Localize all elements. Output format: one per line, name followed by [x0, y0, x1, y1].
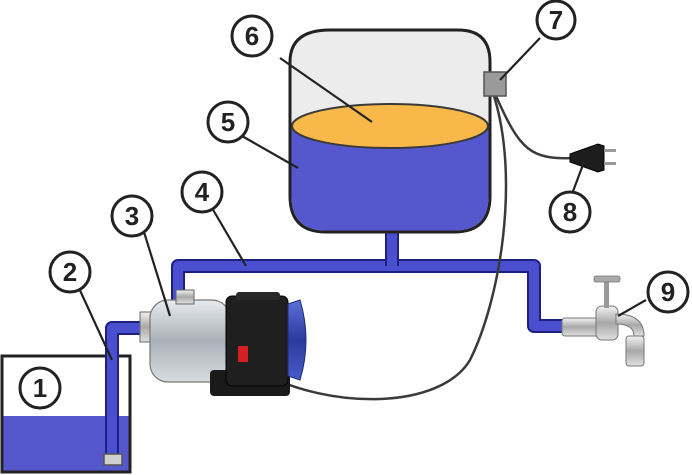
- pump-control-box: [225, 295, 289, 387]
- callout-7: 7: [535, 0, 577, 41]
- callout-5-number: 5: [221, 107, 235, 137]
- callout-6-number: 6: [245, 21, 259, 51]
- pump-cable: [259, 95, 508, 401]
- callout-2-number: 2: [63, 257, 77, 287]
- leader-lines: [77, 37, 647, 361]
- callout-9-number: 9: [661, 277, 675, 307]
- callout-7-number: 7: [549, 5, 563, 35]
- callout-3: 3: [110, 194, 154, 238]
- callout-6: 6: [230, 14, 274, 58]
- air-bladder: [291, 103, 489, 149]
- power-cable: [494, 95, 576, 160]
- callout-1-number: 1: [33, 373, 47, 403]
- callout-4: 4: [180, 170, 224, 214]
- callout-8-number: 8: [563, 197, 577, 227]
- power-plug: [569, 143, 616, 173]
- tap: [561, 275, 645, 367]
- callout-8: 8: [548, 190, 592, 234]
- callout-4-number: 4: [195, 177, 210, 207]
- callout-3-number: 3: [125, 201, 139, 231]
- power-switch-icon: [238, 346, 248, 362]
- delivery-pipe: [171, 230, 572, 333]
- water-tank: [288, 28, 492, 234]
- foot-valve: [103, 453, 123, 466]
- cables: [259, 95, 576, 401]
- callout-9: 9: [646, 270, 690, 314]
- callout-5: 5: [206, 100, 250, 144]
- callout-2: 2: [48, 250, 92, 294]
- suction-pipe: [103, 321, 152, 466]
- pump: [139, 289, 307, 396]
- callouts: 1 2 3 4 5 6 7 8: [18, 0, 690, 410]
- pump-motor: [287, 299, 307, 381]
- callout-1: 1: [18, 366, 62, 410]
